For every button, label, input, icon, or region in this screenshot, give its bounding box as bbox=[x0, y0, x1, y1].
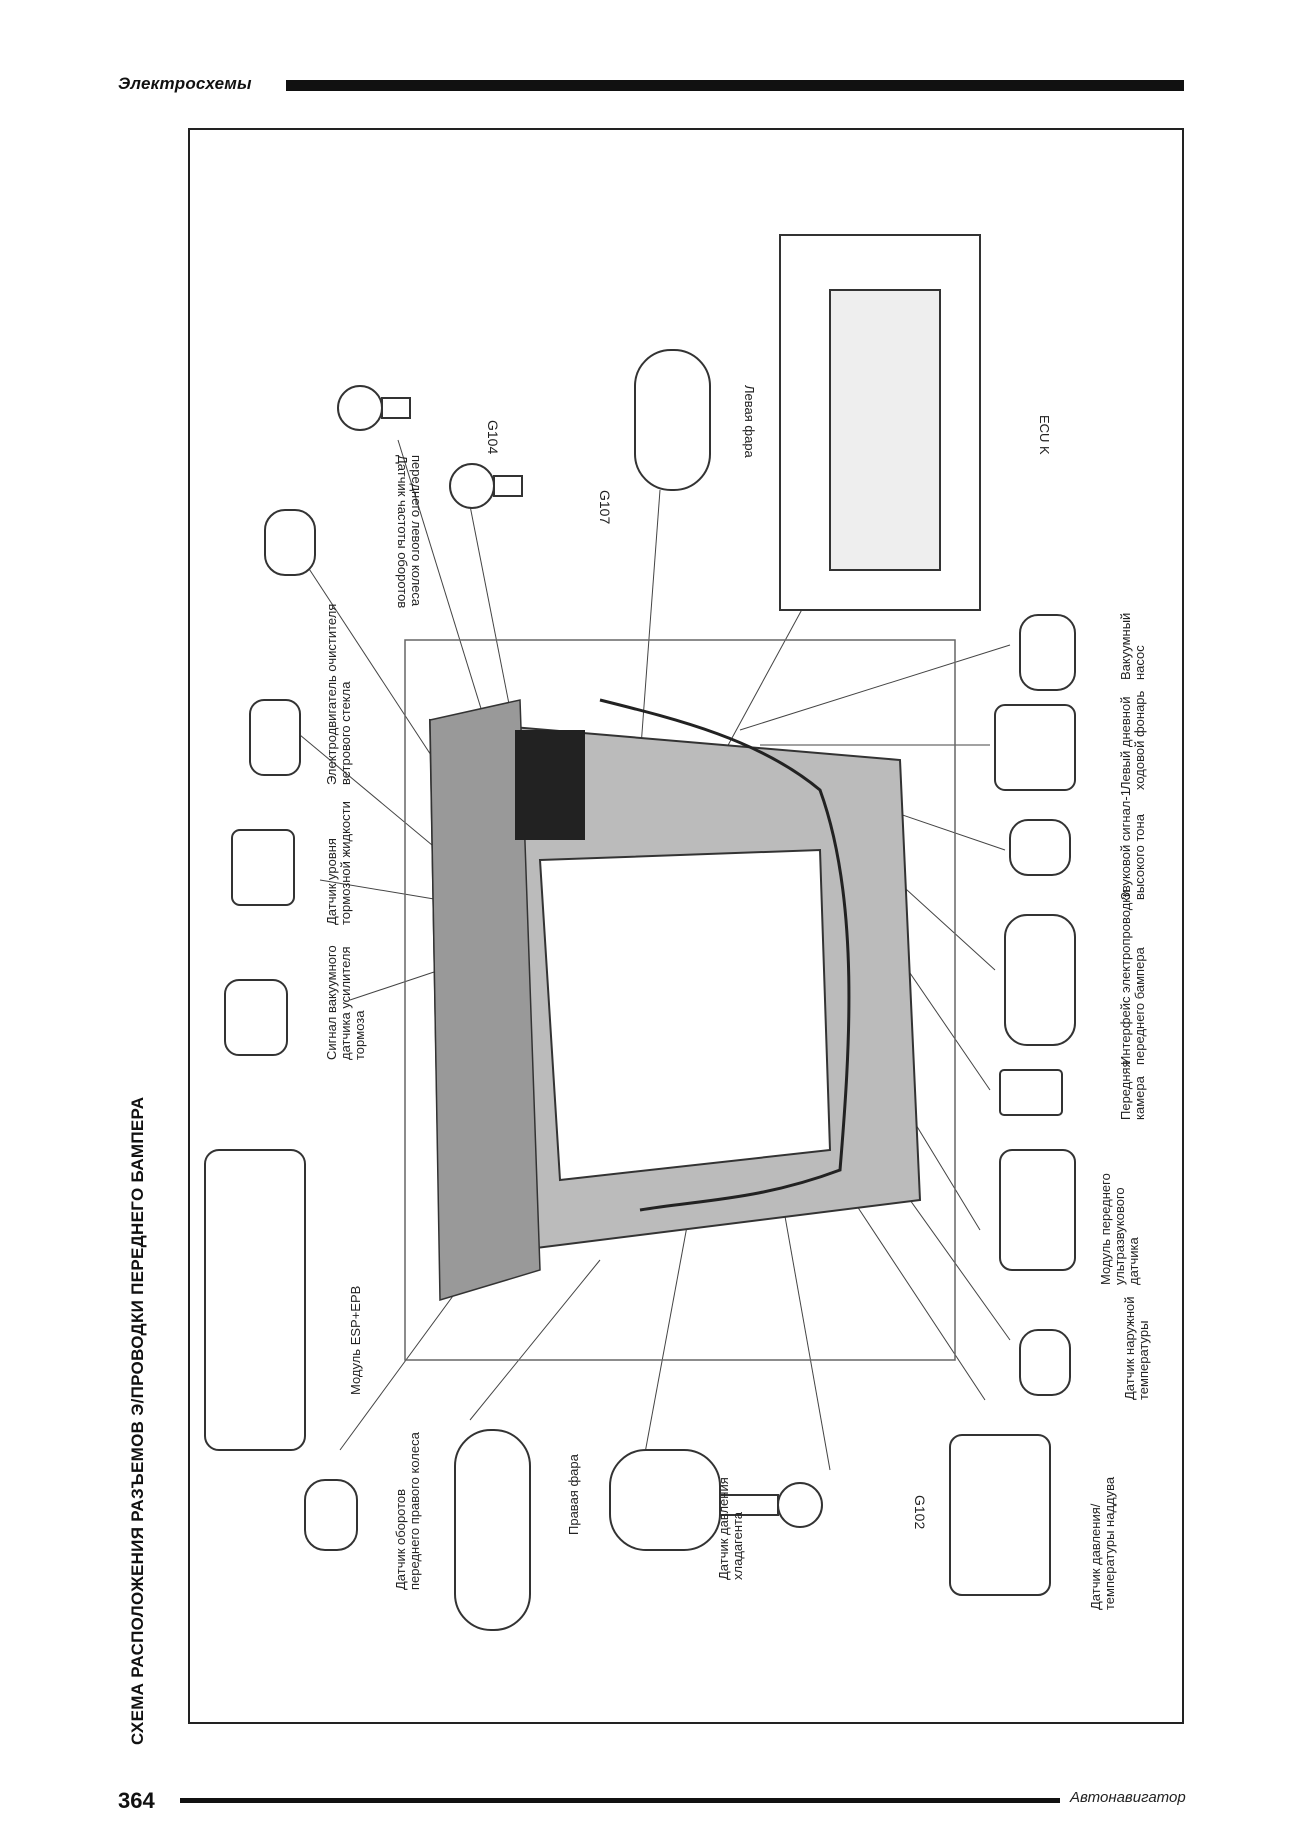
label-left-drl-1: Левый дневной bbox=[1118, 697, 1133, 790]
label-fr-wheel-speed-2: переднего правого колеса bbox=[407, 1431, 422, 1590]
section-title: Электросхемы bbox=[118, 74, 252, 93]
label-refrigerant-1: Датчик давления bbox=[716, 1477, 731, 1580]
label-ultrasonic-1: Модуль переднего bbox=[1098, 1173, 1113, 1285]
label-horn-2: высокого тона bbox=[1132, 813, 1147, 900]
label-washer-2: ветрового стекла bbox=[338, 681, 353, 785]
label-fr-wheel-speed-1: Датчик оборотов bbox=[393, 1489, 408, 1590]
svg-text:Левый дневнойходовой фонарь: Левый дневнойходовой фонарь bbox=[1118, 690, 1147, 790]
label-fl-wheel-speed-1: Датчик частоты оборотов bbox=[395, 455, 410, 608]
label-vacuum-signal-2: датчика усилителя bbox=[338, 946, 353, 1060]
ground-label-g102: G102 bbox=[912, 1495, 928, 1529]
svg-text:Модуль переднегоультразвуковог: Модуль переднегоультразвуковогодатчика bbox=[1098, 1173, 1141, 1285]
label-ultrasonic-3: датчика bbox=[1126, 1237, 1141, 1285]
label-bumper-interface-1: Интерфейс электропроводки bbox=[1118, 890, 1133, 1065]
label-boost-sensor-2: температуры наддува bbox=[1102, 1476, 1117, 1610]
svg-text:Сигнал вакуумногодатчика усили: Сигнал вакуумногодатчика усилителятормоз… bbox=[324, 945, 367, 1060]
label-washer-1: Электродвигатель очистителя bbox=[324, 604, 339, 785]
publisher-brand: Автонавигатор bbox=[1070, 1789, 1186, 1806]
label-brake-fluid-2: тормозной жидкости bbox=[338, 801, 353, 925]
label-right-headlamp: Правая фара bbox=[566, 1453, 581, 1535]
svg-text:Датчик наружнойтемпературы: Датчик наружнойтемпературы bbox=[1122, 1296, 1151, 1400]
multiline-labels: Датчик частоты оборотовпереднего левого … bbox=[324, 455, 1151, 1610]
label-left-drl-2: ходовой фонарь bbox=[1132, 690, 1147, 790]
label-front-camera-2: камера bbox=[1132, 1075, 1147, 1120]
svg-text:Датчик давления/температуры на: Датчик давления/температуры наддува bbox=[1088, 1476, 1117, 1610]
label-left-headlamp: Левая фара bbox=[742, 385, 757, 459]
label-esp-epb: Модуль ESP+EPB bbox=[348, 1286, 363, 1395]
svg-text:Датчик давленияхладагента: Датчик давленияхладагента bbox=[716, 1477, 745, 1580]
footer-rule bbox=[180, 1798, 1060, 1803]
svg-text:Электродвигатель очистителявет: Электродвигатель очистителяветрового сте… bbox=[324, 604, 353, 785]
svg-text:Датчик оборотовпереднего право: Датчик оборотовпереднего правого колеса bbox=[393, 1431, 422, 1590]
ground-label-g104: G104 bbox=[485, 420, 501, 454]
label-boost-sensor-1: Датчик давления/ bbox=[1088, 1503, 1103, 1610]
page-number: 364 bbox=[118, 1788, 155, 1813]
connectors bbox=[204, 234, 1076, 1631]
label-brake-fluid-1: Датчик уровня bbox=[324, 838, 339, 925]
svg-text:Звуковой сигнал-1высокого тона: Звуковой сигнал-1высокого тона bbox=[1118, 789, 1147, 900]
label-outside-temp-1: Датчик наружной bbox=[1122, 1296, 1137, 1400]
ground-label-g107: G107 bbox=[597, 490, 613, 524]
svg-text:Передняякамера: Передняякамера bbox=[1118, 1060, 1147, 1120]
svg-text:Интерфейс электропроводкиперед: Интерфейс электропроводкипереднего бампе… bbox=[1118, 890, 1147, 1065]
label-vacuum-pump-2: насос bbox=[1132, 645, 1147, 680]
label-bumper-interface-2: переднего бампера bbox=[1132, 946, 1147, 1065]
svg-text:Датчик частоты оборотовпередне: Датчик частоты оборотовпереднего левого … bbox=[395, 455, 424, 608]
diagram-frame bbox=[188, 128, 1184, 1724]
label-vacuum-signal-3: тормоза bbox=[352, 1010, 367, 1060]
label-refrigerant-2: хладагента bbox=[730, 1511, 745, 1580]
ground-terminals bbox=[337, 385, 823, 1528]
label-outside-temp-2: температуры bbox=[1136, 1321, 1151, 1400]
label-fl-wheel-speed-2: переднего левого колеса bbox=[409, 455, 424, 607]
frame-assembly bbox=[404, 639, 956, 1361]
label-ultrasonic-2: ультразвукового bbox=[1112, 1187, 1127, 1285]
svg-text:Вакуумныйнасос: Вакуумныйнасос bbox=[1118, 613, 1147, 680]
label-vacuum-signal-1: Сигнал вакуумного bbox=[324, 945, 339, 1060]
label-ecu-k: ECU K bbox=[1037, 415, 1052, 455]
header-rule bbox=[286, 80, 1184, 91]
svg-text:Датчик уровнятормозной жидкост: Датчик уровнятормозной жидкости bbox=[324, 801, 353, 925]
label-vacuum-pump-1: Вакуумный bbox=[1118, 613, 1133, 680]
label-front-camera-1: Передняя bbox=[1118, 1060, 1133, 1120]
label-horn-1: Звуковой сигнал-1 bbox=[1118, 789, 1133, 900]
